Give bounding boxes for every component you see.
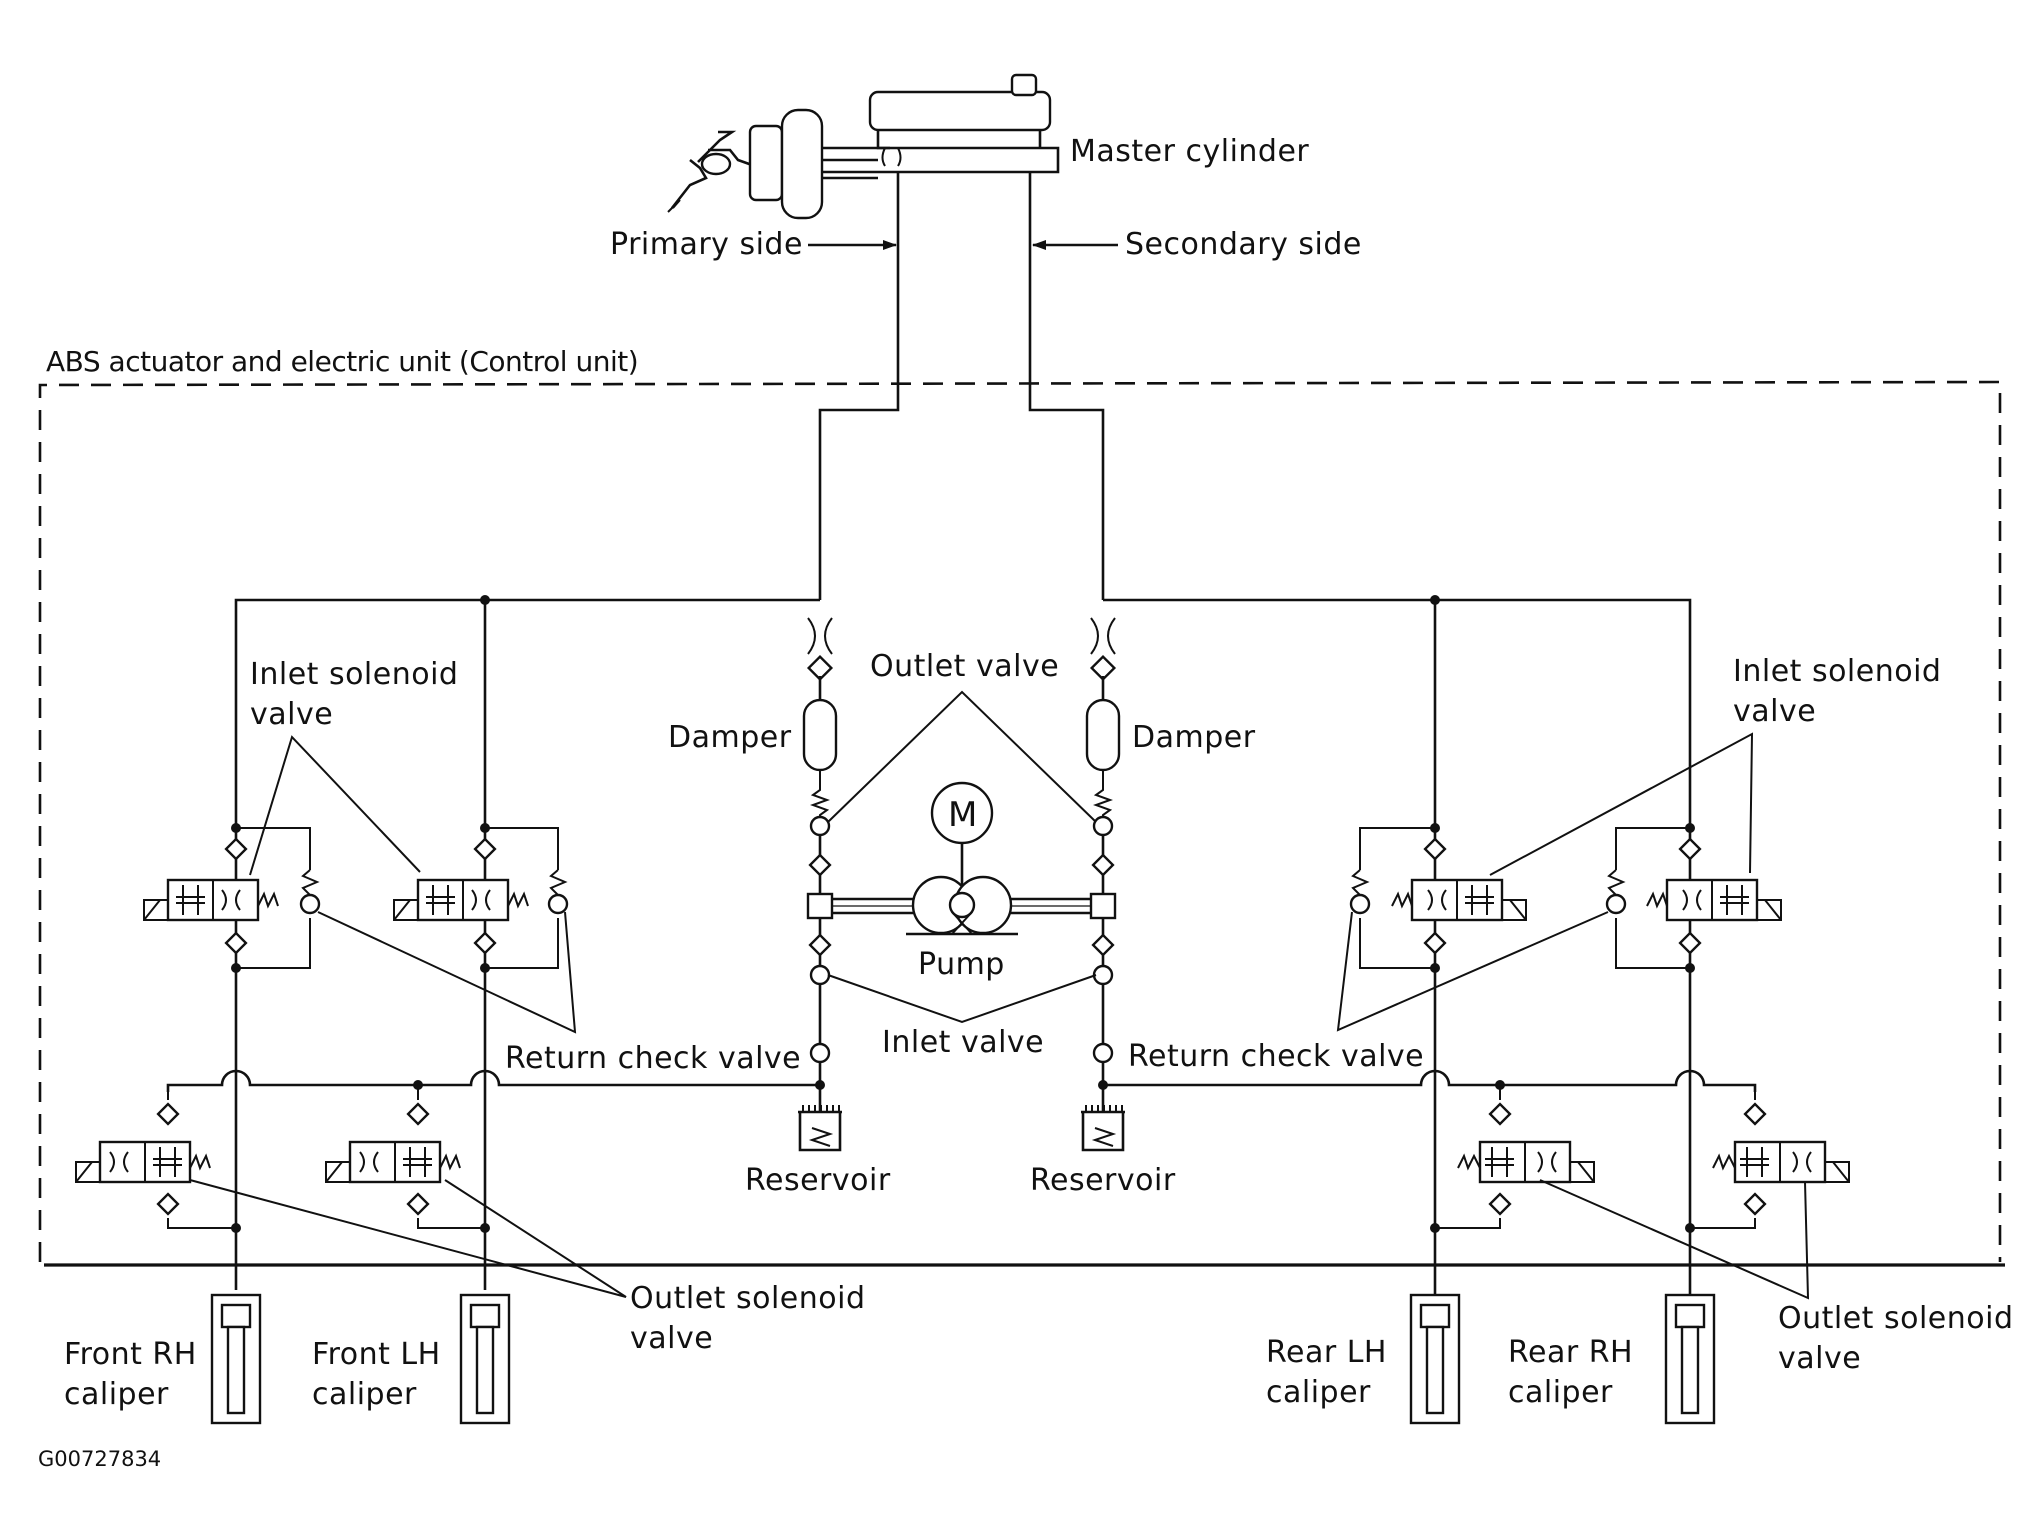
return-check-callout-right: Return check valve	[1128, 911, 1609, 1074]
primary-side-label: Primary side	[610, 227, 803, 262]
reservoir-right-label: Reservoir	[1030, 1163, 1176, 1198]
outlet-solenoid-right-label-2: valve	[1778, 1341, 1861, 1376]
rear-rh-label-2: caliper	[1508, 1375, 1613, 1410]
damper-right: Damper	[1085, 676, 1256, 820]
outlet-solenoid-callout-left: Outlet solenoid valve	[189, 1179, 866, 1356]
master-cylinder-body-icon	[822, 73, 1060, 174]
inlet-solenoid-valve-front-rh	[143, 823, 321, 973]
pump-circuit	[806, 815, 1117, 1090]
caliper-front-rh: Front RH caliper	[64, 1293, 262, 1425]
inlet-solenoid-callout-left: Inlet solenoid valve	[249, 657, 458, 876]
master-cylinder-label: Master cylinder	[1070, 134, 1309, 169]
outlet-valve-label: Outlet valve	[870, 649, 1059, 684]
outlet-solenoid-right-label-1: Outlet solenoid	[1778, 1301, 2014, 1336]
outlet-solenoid-callout-right: Outlet solenoid valve	[1539, 1179, 2014, 1376]
rear-lh-label-1: Rear LH	[1266, 1335, 1387, 1370]
front-rh-label-1: Front RH	[64, 1337, 197, 1372]
front-lh-label-1: Front LH	[312, 1337, 441, 1372]
master-cylinder-assembly: Master cylinder	[667, 73, 1309, 220]
damper-right-label: Damper	[1132, 720, 1256, 755]
damper-left: Damper	[668, 676, 838, 820]
inlet-solenoid-right-label-2: valve	[1733, 694, 1816, 729]
reservoir-right: Reservoir	[1030, 1085, 1176, 1198]
caliper-front-lh: Front LH caliper	[312, 1293, 511, 1425]
front-lh-label-2: caliper	[312, 1377, 417, 1412]
reservoir-left-label: Reservoir	[745, 1163, 891, 1198]
secondary-side-label: Secondary side	[1125, 227, 1362, 262]
return-line-right	[1103, 1069, 1757, 1092]
rear-rh-label-1: Rear RH	[1508, 1335, 1633, 1370]
outlet-solenoid-valve-rear-lh	[1430, 1085, 1595, 1233]
return-check-left-label: Return check valve	[505, 1041, 801, 1076]
front-rh-label-2: caliper	[64, 1377, 169, 1412]
valve-leaders: Outlet valve Inlet valve	[827, 649, 1097, 1060]
abs-unit-boundary: ABS actuator and electric unit (Control …	[38, 345, 2005, 1267]
outlet-solenoid-valve-rear-rh	[1685, 1092, 1850, 1233]
outlet-solenoid-left-label-1: Outlet solenoid	[630, 1281, 866, 1316]
caliper-rear-rh: Rear RH caliper	[1508, 1293, 1716, 1425]
outlet-solenoid-valve-front-rh	[75, 1092, 241, 1233]
abs-unit-label: ABS actuator and electric unit (Control …	[46, 345, 638, 378]
inlet-solenoid-valve-front-lh	[393, 823, 569, 973]
inlet-solenoid-callout-right: Inlet solenoid valve	[1489, 654, 1941, 876]
brake-pedal-icon	[667, 130, 753, 213]
reservoir-left: Reservoir	[745, 1085, 891, 1198]
outlet-solenoid-left-label-2: valve	[630, 1321, 713, 1356]
pump-motor-icon: M Pump	[906, 781, 1018, 982]
outlet-solenoid-valve-front-lh	[325, 1085, 490, 1233]
rear-lh-label-2: caliper	[1266, 1375, 1371, 1410]
motor-label: M	[948, 795, 977, 835]
inlet-solenoid-valve-rear-rh	[1605, 823, 1782, 973]
caliper-rear-lh: Rear LH caliper	[1266, 1293, 1461, 1425]
main-line-orifices	[806, 617, 1117, 682]
return-check-right-label: Return check valve	[1128, 1039, 1424, 1074]
inlet-solenoid-valve-rear-lh	[1349, 823, 1527, 973]
return-check-callout-left: Return check valve	[317, 911, 801, 1076]
figure-id: G00727834	[38, 1447, 161, 1471]
damper-left-label: Damper	[668, 720, 792, 755]
inlet-solenoid-right-label-1: Inlet solenoid	[1733, 654, 1941, 689]
primary-secondary-lines: Primary side Secondary side	[610, 172, 1362, 600]
inlet-valve-label: Inlet valve	[882, 1025, 1044, 1060]
brake-booster-icon	[748, 108, 878, 220]
inlet-solenoid-left-label-1: Inlet solenoid	[250, 657, 458, 692]
pump-label: Pump	[918, 947, 1005, 982]
inlet-solenoid-left-label-2: valve	[250, 697, 333, 732]
